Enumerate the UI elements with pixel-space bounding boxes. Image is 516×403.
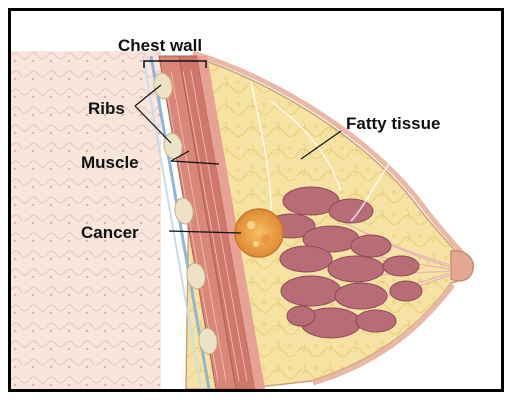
skin-tissue-region xyxy=(11,51,161,389)
cancer-label: Cancer xyxy=(81,223,139,242)
ribs-label: Ribs xyxy=(88,99,125,118)
breast-anatomy-diagram: Chest wall Ribs Muscle Cancer Fatty tiss… xyxy=(11,11,501,389)
muscle-label: Muscle xyxy=(81,153,139,172)
tumor xyxy=(235,209,283,257)
chest-wall-label: Chest wall xyxy=(118,36,202,55)
diagram-frame: Chest wall Ribs Muscle Cancer Fatty tiss… xyxy=(8,8,504,392)
fatty-tissue-label: Fatty tissue xyxy=(346,114,440,133)
